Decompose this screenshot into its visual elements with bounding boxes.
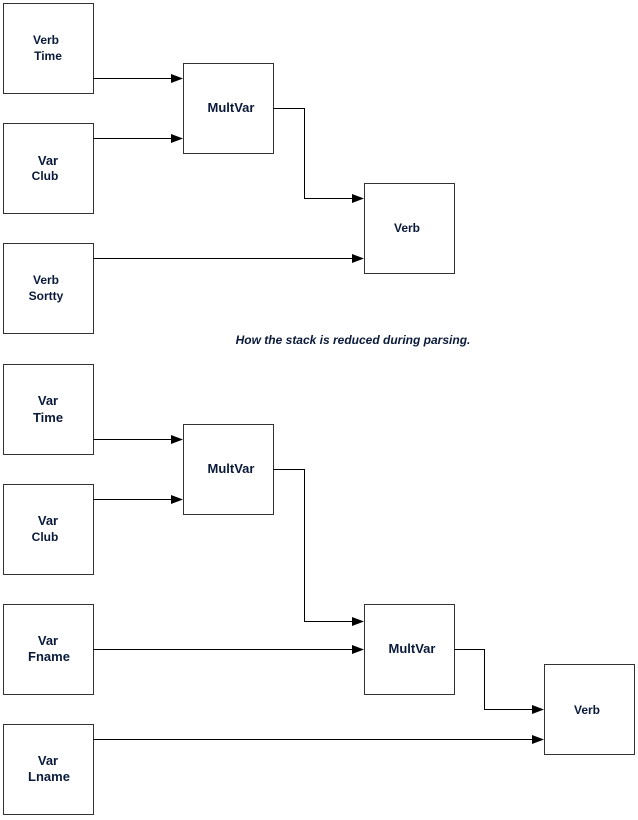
diagram-caption: How the stack is reduced during parsing. xyxy=(235,333,471,347)
connector xyxy=(93,735,544,744)
node-label-type: Verb xyxy=(33,33,59,47)
node-label-type: Var xyxy=(38,513,58,528)
node-label: Verb xyxy=(574,703,600,717)
connector xyxy=(93,134,183,143)
node-verb-time: Verb Time xyxy=(3,3,94,94)
node-box xyxy=(364,183,455,274)
node-label-value: Club xyxy=(32,530,59,544)
node-box xyxy=(3,3,94,94)
arrowhead xyxy=(352,254,364,263)
node-box xyxy=(544,664,635,755)
node-label: MultVar xyxy=(389,641,436,656)
node-box xyxy=(183,63,274,154)
arrowhead xyxy=(171,495,183,504)
node-verb: Verb xyxy=(544,664,635,755)
arrowhead xyxy=(352,194,364,203)
node-label-type: Var xyxy=(38,153,58,168)
node-box xyxy=(364,604,455,695)
node-label-value: Time xyxy=(33,410,63,425)
node-box xyxy=(183,424,274,515)
connector xyxy=(93,495,183,504)
node-label-value: Club xyxy=(32,169,59,183)
connector xyxy=(273,108,364,203)
node-label: MultVar xyxy=(208,100,255,115)
arrowhead xyxy=(532,735,544,744)
connector xyxy=(454,649,544,714)
node-label-value: Fname xyxy=(28,649,70,664)
arrowhead xyxy=(532,705,544,714)
node-label-value: Time xyxy=(34,49,62,63)
arrowhead xyxy=(171,74,183,83)
node-verb-sortty: Verb Sortty xyxy=(3,243,94,334)
node-label: MultVar xyxy=(208,461,255,476)
node-label-type: Verb xyxy=(33,273,59,287)
node-var-club: Var Club xyxy=(3,123,94,214)
node-box xyxy=(3,484,94,575)
node-multvar-b: MultVar xyxy=(364,604,455,695)
connector xyxy=(93,254,364,263)
connector xyxy=(93,645,364,654)
arrowhead xyxy=(352,645,364,654)
node-box xyxy=(3,243,94,334)
connector xyxy=(93,435,183,444)
node-box xyxy=(3,364,94,455)
diagram-1: Verb Time Var Club Verb Sortty MultVar V… xyxy=(3,3,455,334)
node-var-club: Var Club xyxy=(3,484,94,575)
node-var-lname: Var Lname xyxy=(3,724,94,815)
node-label-type: Var xyxy=(38,753,58,768)
node-verb: Verb xyxy=(364,183,455,274)
node-var-time: Var Time xyxy=(3,364,94,455)
connector xyxy=(273,469,364,626)
connector xyxy=(93,74,183,83)
arrowhead xyxy=(171,134,183,143)
node-label-type: Var xyxy=(38,633,58,648)
node-label-type: Var xyxy=(38,393,58,408)
node-label-value: Sortty xyxy=(29,289,64,303)
arrowhead xyxy=(352,617,364,626)
node-box xyxy=(3,724,94,815)
node-label-value: Lname xyxy=(28,769,70,784)
node-multvar-a: MultVar xyxy=(183,424,274,515)
node-box xyxy=(3,123,94,214)
node-var-fname: Var Fname xyxy=(3,604,94,695)
diagram-2: Var Time Var Club Var Fname Var Lname Mu… xyxy=(3,364,635,815)
node-box xyxy=(3,604,94,695)
node-multvar: MultVar xyxy=(183,63,274,154)
arrowhead xyxy=(171,435,183,444)
node-label: Verb xyxy=(394,221,420,235)
